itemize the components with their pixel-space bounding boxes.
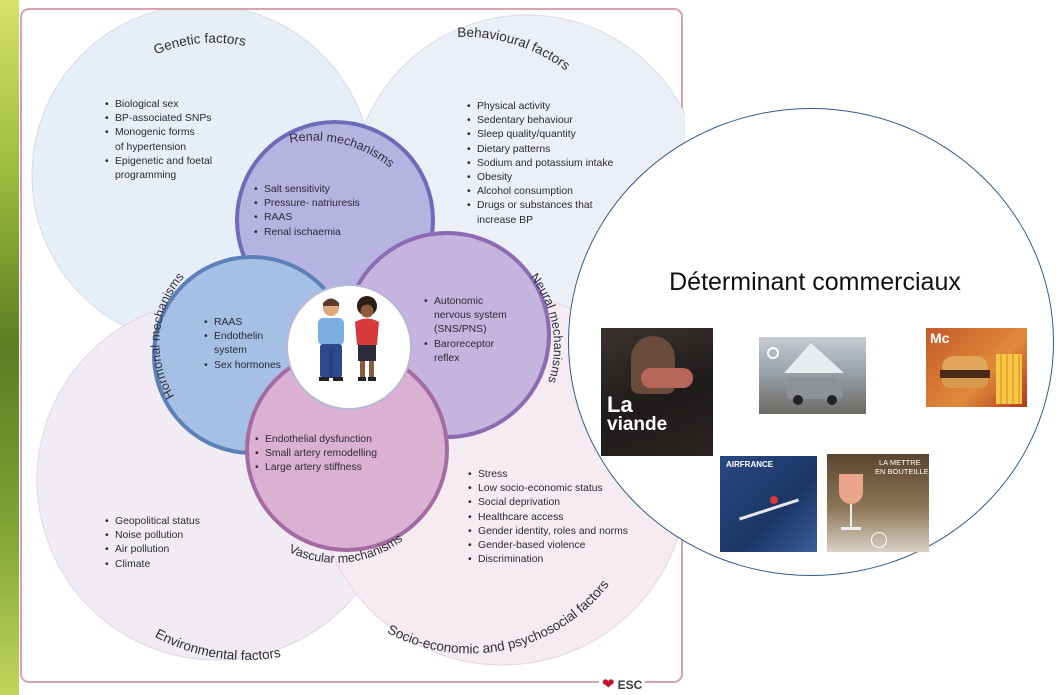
list-item: Healthcare access (468, 511, 628, 525)
list-item: Sodium and potassium intake (467, 157, 613, 171)
list-item: Baroreceptor (424, 338, 507, 352)
people-illustration (318, 296, 379, 381)
list-item: RAAS (204, 316, 281, 330)
list-item: increase BP (477, 214, 534, 226)
overlay-title: Déterminant commerciaux (669, 268, 961, 296)
list-item: Geopolitical status (105, 515, 200, 529)
list-item: Gender-based violence (468, 539, 628, 553)
list-item: of hypertension (115, 141, 187, 153)
list-item: Physical activity (467, 100, 613, 114)
ad-burger-text: Mc (930, 330, 950, 346)
esc-logo-text: ESC (617, 678, 643, 692)
esc-logo: ❤ ESC (599, 676, 646, 693)
list-item: Renal ischaemia (254, 226, 360, 240)
list-item: nervous system (434, 310, 507, 322)
ad-airfrance-image: AIRFRANCE (720, 456, 817, 552)
list-item: reflex (434, 352, 460, 364)
environmental-list: Geopolitical status Noise pollution Air … (105, 515, 200, 572)
list-item: Autonomic (424, 295, 507, 309)
list-item: Endothelial dysfunction (255, 433, 377, 447)
list-item: Small artery remodelling (255, 447, 377, 461)
vascular-list: Endothelial dysfunction Small artery rem… (255, 433, 377, 476)
list-item: Salt sensitivity (254, 183, 360, 197)
ad-wine-image: LA METTRE EN BOUTEILLE (827, 454, 929, 552)
list-item: Alcohol consumption (467, 185, 613, 199)
list-item: Dietary patterns (467, 143, 613, 157)
list-item: BP-associated SNPs (105, 112, 212, 126)
background-strip (0, 0, 19, 695)
list-item: Air pollution (105, 543, 200, 557)
neural-list: Autonomic nervous system (SNS/PNS) Baror… (424, 295, 507, 366)
list-item: system (214, 345, 247, 357)
ad-wine-line1: LA METTRE (879, 458, 921, 467)
list-item: Epigenetic and foetal (105, 155, 212, 169)
list-item: Low socio-economic status (468, 482, 628, 496)
heart-icon: ❤ (602, 676, 615, 693)
ad-meat-line1: La (607, 392, 633, 417)
list-item: Monogenic forms (105, 126, 212, 140)
list-item: Biological sex (105, 98, 212, 112)
list-item: Noise pollution (105, 529, 200, 543)
list-item: (SNS/PNS) (434, 324, 487, 336)
list-item: Drugs or substances that (467, 199, 613, 213)
renal-list: Salt sensitivity Pressure- natriuresis R… (254, 183, 360, 240)
list-item: Pressure- natriuresis (254, 197, 360, 211)
list-item: Discrimination (468, 553, 628, 567)
people-circle (286, 284, 412, 410)
ad-wine-line2: EN BOUTEILLE (875, 467, 929, 476)
list-item: Gender identity, roles and norms (468, 525, 628, 539)
list-item: RAAS (254, 211, 360, 225)
genetic-list: Biological sex BP-associated SNPs Monoge… (105, 98, 212, 183)
behavioural-list: Physical activity Sedentary behaviour Sl… (467, 100, 613, 228)
commercial-determinants-circle: Déterminant commerciaux La viande Mc AIR… (568, 108, 1054, 576)
ad-airfrance-text: AIRFRANCE (726, 460, 774, 469)
list-item: Endothelin (204, 330, 281, 344)
list-item: Sleep quality/quantity (467, 128, 613, 142)
list-item: Climate (105, 558, 200, 572)
list-item: Sedentary behaviour (467, 114, 613, 128)
list-item: Obesity (467, 171, 613, 185)
list-item: Social deprivation (468, 496, 628, 510)
location-pin-icon (767, 347, 779, 359)
ad-meat-line2: viande (607, 414, 668, 435)
ad-meat-image: La viande (601, 328, 713, 456)
list-item: Sex hormones (204, 359, 281, 373)
ad-car-image (759, 337, 866, 414)
socio-list: Stress Low socio-economic status Social … (468, 468, 628, 568)
list-item: Stress (468, 468, 628, 482)
list-item: Large artery stiffness (255, 461, 377, 475)
hormonal-list: RAAS Endothelin system Sex hormones (204, 316, 281, 373)
list-item: programming (115, 170, 177, 182)
ad-burger-image: Mc (926, 328, 1027, 407)
